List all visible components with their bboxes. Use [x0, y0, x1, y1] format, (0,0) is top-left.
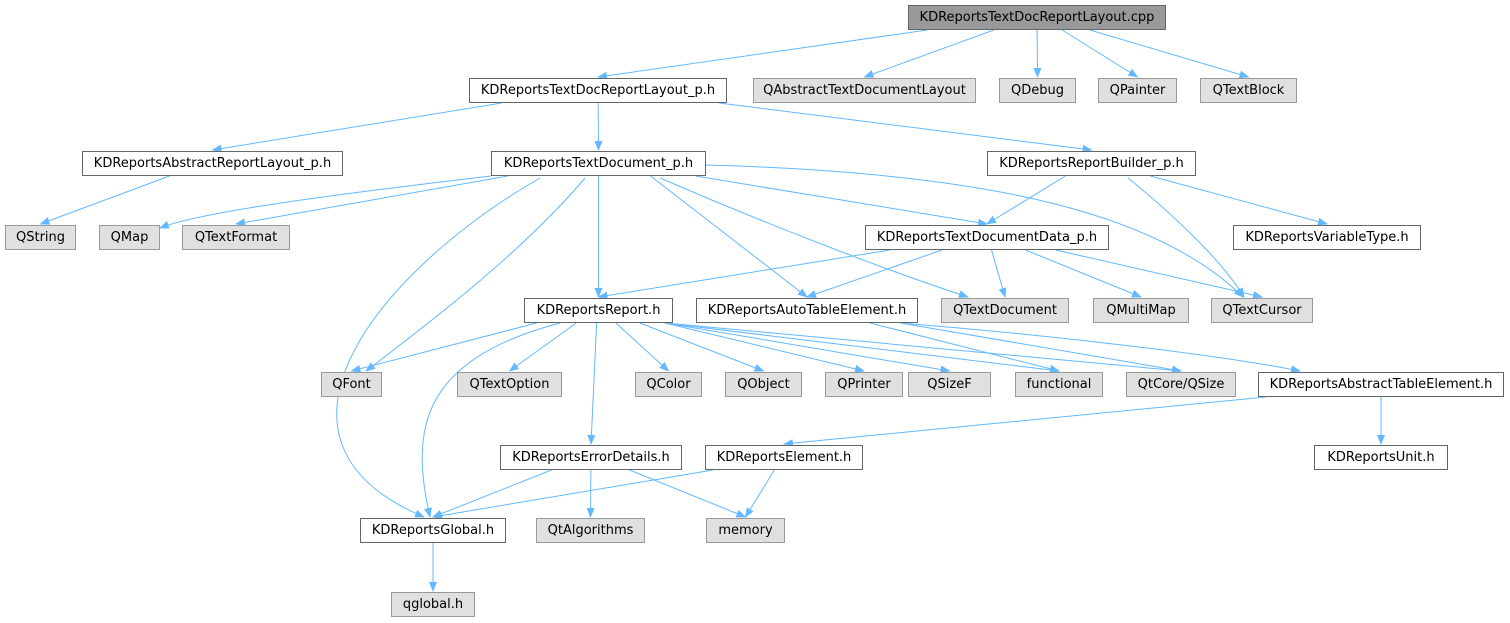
edge-root-to-qpainter — [1061, 29, 1139, 78]
node-textdocument-p[interactable]: KDReportsTextDocument_p.h — [491, 151, 706, 176]
edge-abstractreportlayout-to-qstring — [39, 175, 170, 225]
node-qstring: QString — [5, 225, 76, 250]
node-element[interactable]: KDReportsElement.h — [705, 445, 863, 470]
edge-report-to-errordetails — [587, 322, 598, 445]
edge-report-to-qsizef — [664, 322, 951, 374]
node-functional: functional — [1015, 372, 1103, 397]
edge-report-to-qfont — [350, 322, 537, 373]
node-variabletype[interactable]: KDReportsVariableType.h — [1233, 225, 1421, 250]
edge-textdocument-p-to-qfont — [365, 177, 586, 372]
edge-errordetails-to-memory — [629, 469, 747, 518]
edge-textdocument-p-to-qmap — [159, 175, 492, 229]
edge-autotable-to-qtcoreqsize — [900, 322, 1182, 374]
edge-textdocument-p-to-qtextcursor — [705, 164, 1244, 298]
node-abstracttable[interactable]: KDReportsAbstractTableElement.h — [1258, 372, 1504, 397]
node-qpainter: QPainter — [1098, 78, 1177, 103]
node-qglobal: qglobal.h — [391, 592, 475, 617]
edge-element-to-memory — [744, 469, 775, 518]
edge-element-to-global — [432, 469, 714, 520]
node-qtextoption: QTextOption — [457, 372, 562, 397]
edge-root-to-layout-p — [597, 29, 928, 80]
edge-autotable-to-functional — [869, 322, 1060, 373]
edge-autotable-to-abstracttable — [899, 322, 1301, 374]
edge-textdocument-p-to-qtextdocument — [659, 177, 969, 299]
edge-report-to-qprinter — [664, 322, 865, 373]
node-qabstracttextdoclayout: QAbstractTextDocumentLayout — [753, 78, 976, 103]
node-abstractreportlayout[interactable]: KDReportsAbstractReportLayout_p.h — [82, 151, 343, 176]
node-qmultimap: QMultiMap — [1093, 298, 1189, 323]
edge-reportbuilder-to-qtextcursor — [1127, 177, 1245, 298]
node-autotable[interactable]: KDReportsAutoTableElement.h — [696, 298, 918, 323]
node-layout-p[interactable]: KDReportsTextDocReportLayout_p.h — [469, 78, 727, 103]
node-reportbuilder[interactable]: KDReportsReportBuilder_p.h — [987, 151, 1196, 176]
edge-textdocument-p-to-qtextformat — [235, 175, 508, 227]
edge-report-to-qtextoption — [508, 322, 577, 372]
edge-reportbuilder-to-textdocdata — [986, 175, 1066, 225]
edge-textdocument-p-to-global — [336, 177, 541, 518]
node-qmap: QMap — [99, 225, 160, 250]
edge-report-to-qcolor — [615, 322, 670, 372]
node-memory: memory — [706, 518, 785, 543]
edge-abstracttable-to-element — [783, 396, 1267, 448]
edge-layout-p-to-abstractreportlayout — [211, 102, 502, 153]
node-errordetails[interactable]: KDReportsErrorDetails.h — [500, 445, 682, 470]
node-textdocdata[interactable]: KDReportsTextDocumentData_p.h — [865, 225, 1109, 250]
node-qtcoreqsize: QtCore/QSize — [1126, 372, 1236, 397]
node-qtalgorithms: QtAlgorithms — [536, 518, 645, 543]
node-unit[interactable]: KDReportsUnit.h — [1314, 445, 1448, 470]
edge-textdocdata-to-qtextcursor — [1055, 249, 1263, 299]
edge-report-to-functional — [664, 322, 1060, 374]
node-qobject: QObject — [725, 372, 802, 397]
edge-report-to-qobject — [639, 322, 765, 372]
edge-report-to-qtcoreqsize — [664, 322, 1182, 375]
edge-textdocdata-to-qtextdocument — [991, 249, 1007, 298]
edge-textdocument-p-to-textdocdata — [695, 175, 988, 227]
node-qsizef: QSizeF — [908, 372, 991, 397]
node-qtextcursor: QTextCursor — [1211, 298, 1313, 323]
node-qprinter: QPrinter — [825, 372, 903, 397]
node-root[interactable]: KDReportsTextDocReportLayout.cpp — [908, 5, 1166, 30]
node-qdebug: QDebug — [999, 78, 1076, 103]
edge-report-to-global — [421, 322, 561, 518]
node-qtextblock: QTextBlock — [1200, 78, 1297, 103]
edge-layout-p-to-reportbuilder — [718, 102, 1093, 153]
node-qcolor: QColor — [635, 372, 702, 397]
edge-textdocdata-to-autotable — [806, 249, 943, 298]
edge-textdocdata-to-qmultimap — [1025, 249, 1142, 298]
edge-root-to-qtextblock — [1089, 29, 1250, 79]
edge-textdocdata-to-report — [597, 249, 890, 300]
edge-reportbuilder-to-variabletype — [1150, 175, 1328, 226]
node-qtextdocument: QTextDocument — [941, 298, 1069, 323]
edge-errordetails-to-global — [432, 469, 552, 518]
node-qfont: QFont — [321, 372, 382, 397]
edge-textdocument-p-to-autotable — [650, 175, 808, 298]
edge-root-to-qabstracttextdoclayout — [863, 29, 995, 78]
node-report[interactable]: KDReportsReport.h — [524, 298, 673, 323]
node-global[interactable]: KDReportsGlobal.h — [360, 518, 506, 543]
node-qtextformat: QTextFormat — [182, 225, 290, 250]
